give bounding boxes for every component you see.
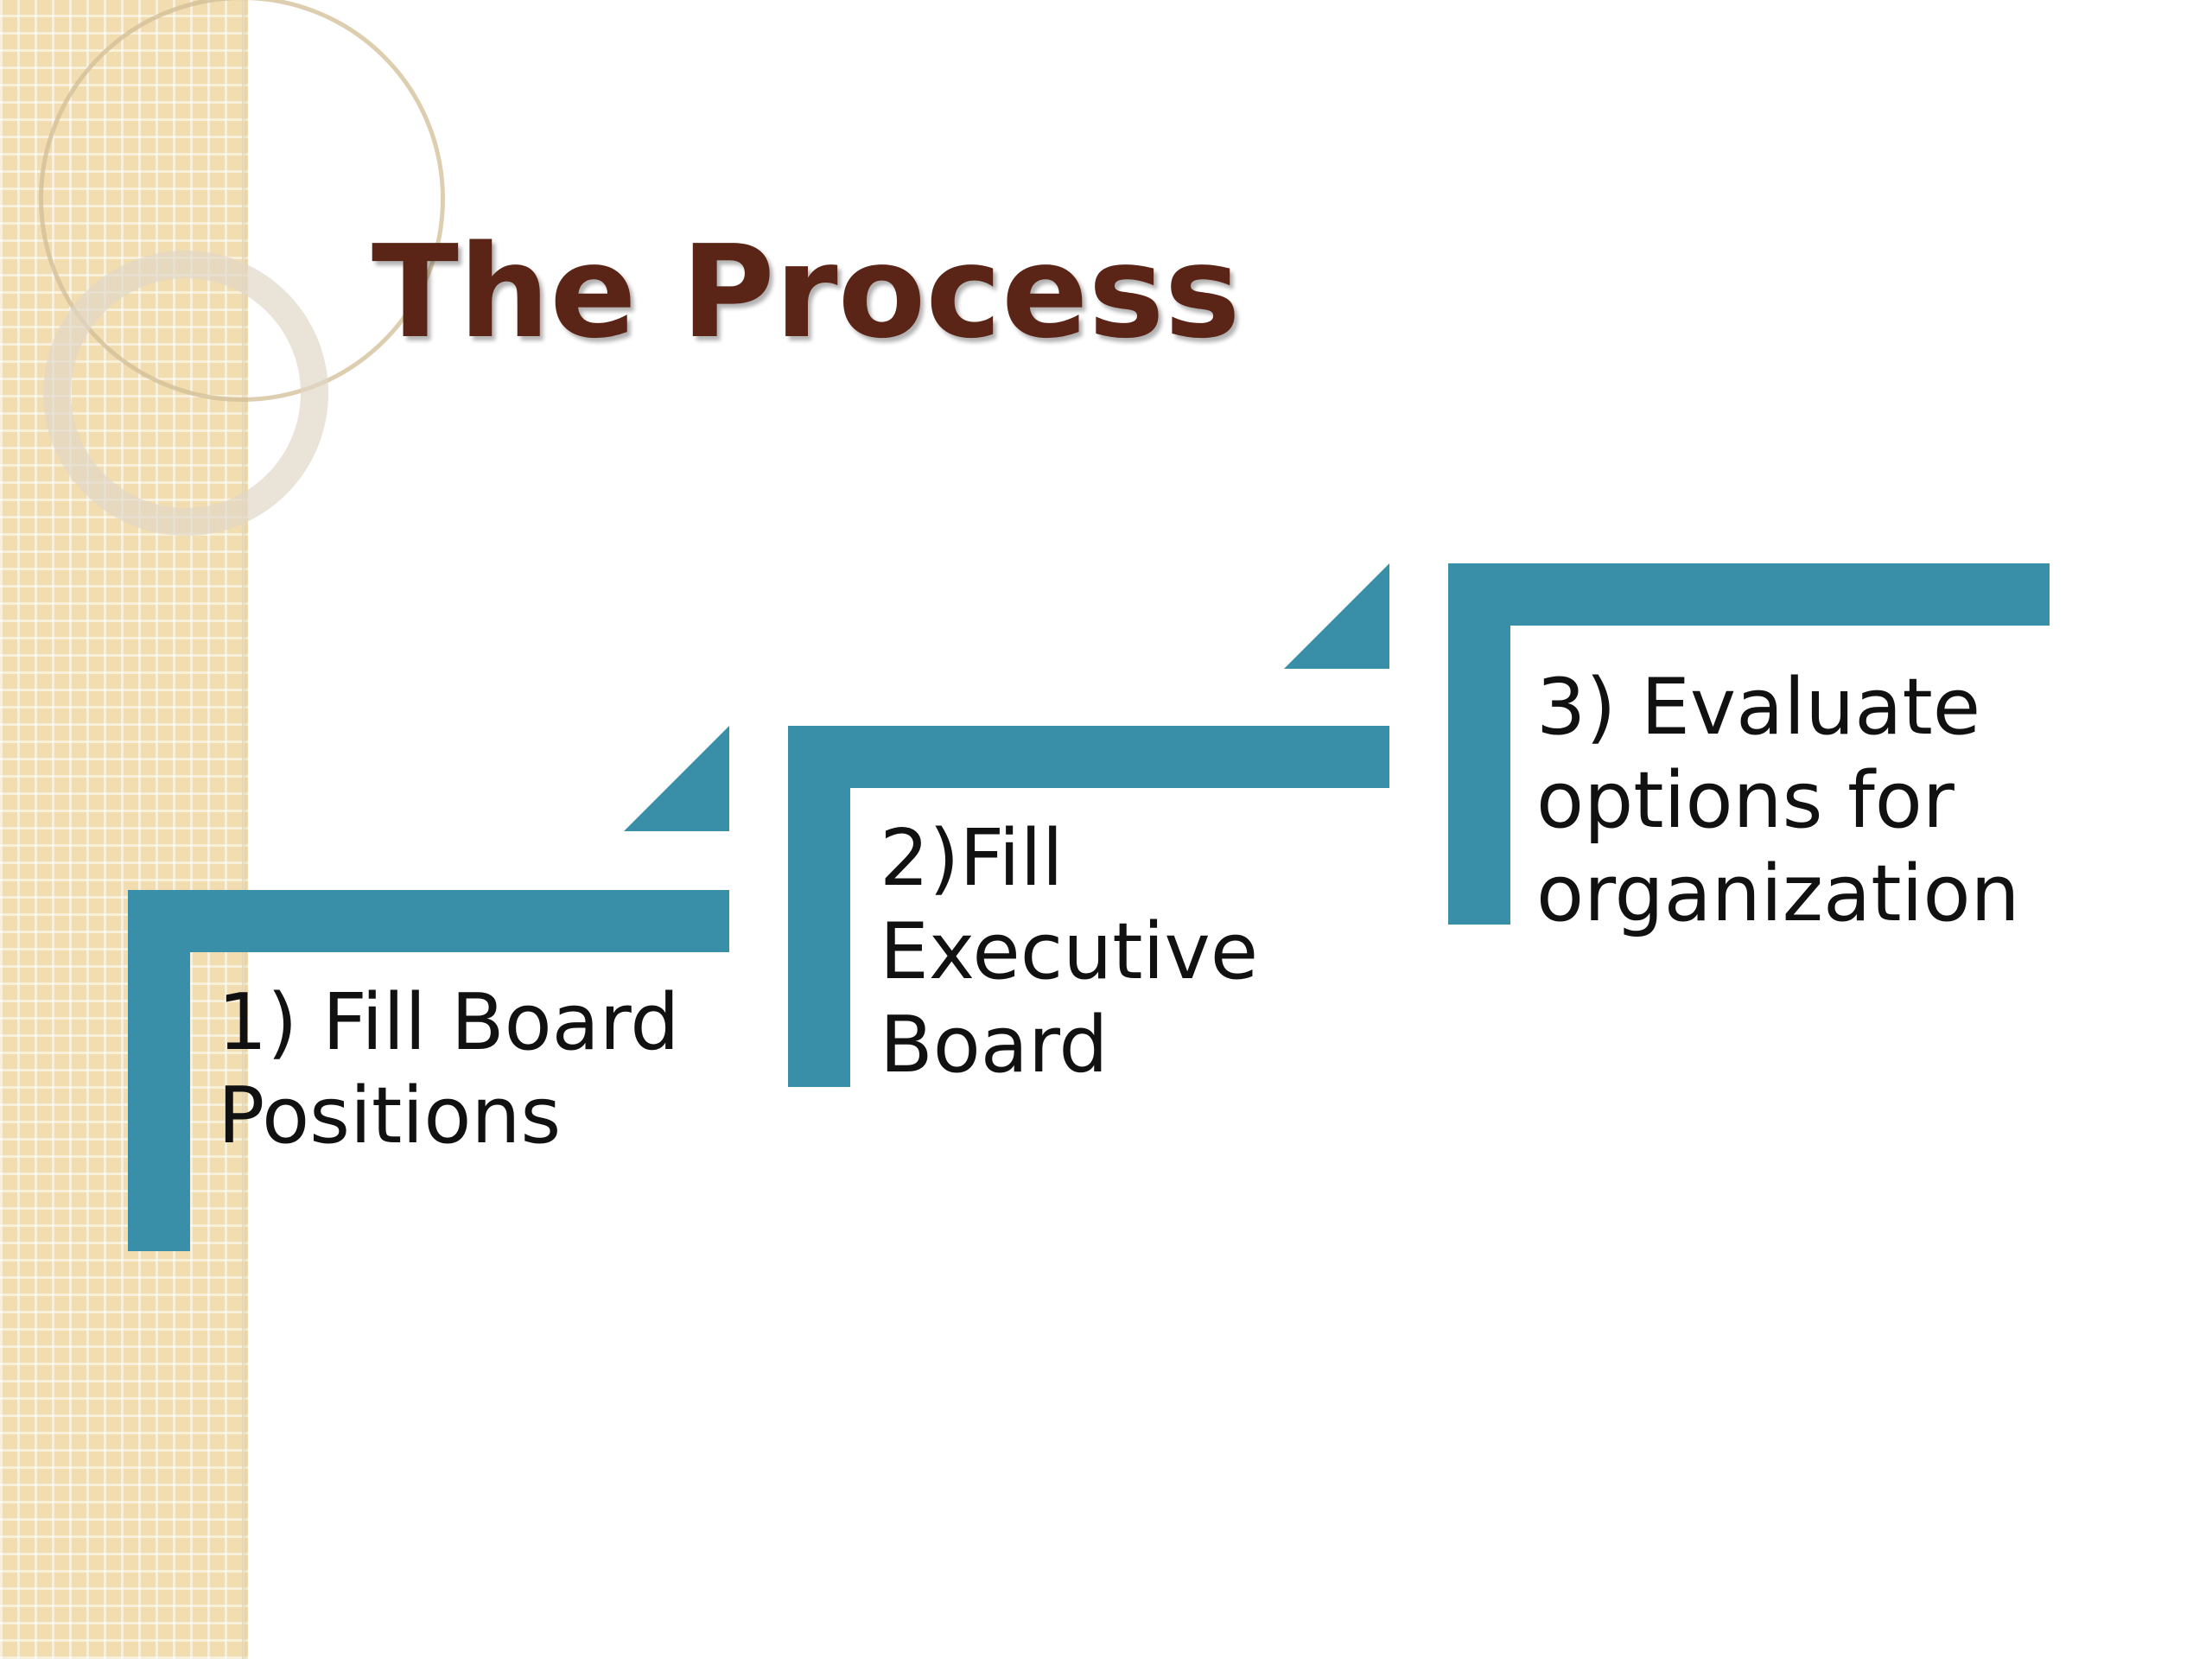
- step-3-label: 3) Evaluate options for organization: [1536, 661, 2020, 941]
- step-2-bar-top: [788, 726, 1389, 788]
- step-3-line-3: organization: [1536, 849, 2020, 939]
- step-1-label: 1) Fill Board Positions: [218, 976, 679, 1163]
- step-2-line-2: Executive: [880, 906, 1259, 997]
- step-1-bar-left: [128, 890, 190, 1251]
- side-band-shadow: [242, 0, 249, 1659]
- step-3-bracket: [1448, 563, 2050, 925]
- step-1-bracket: [128, 890, 729, 1251]
- step-3-line-1: 3) Evaluate: [1536, 662, 1981, 753]
- step-2-line-3: Board: [880, 1000, 1109, 1090]
- step-2-bracket: [788, 726, 1389, 1087]
- step-2-bar-left: [788, 726, 850, 1087]
- step-3-bar-top: [1448, 563, 2050, 626]
- step-2-label: 2)Fill Executive Board: [880, 812, 1258, 1092]
- step-1-line-2: Positions: [218, 1071, 562, 1161]
- slide-title: The Process: [372, 218, 1241, 366]
- step-connector-arrow-2: [1284, 563, 1389, 669]
- step-connector-arrow-1: [624, 726, 729, 831]
- step-1-bar-top: [128, 890, 729, 952]
- step-3-bar-left: [1448, 563, 1510, 925]
- step-2-line-1: 2)Fill: [880, 813, 1064, 904]
- step-1-line-1: 1) Fill Board: [218, 977, 680, 1068]
- step-3-line-2: options for: [1536, 755, 1955, 846]
